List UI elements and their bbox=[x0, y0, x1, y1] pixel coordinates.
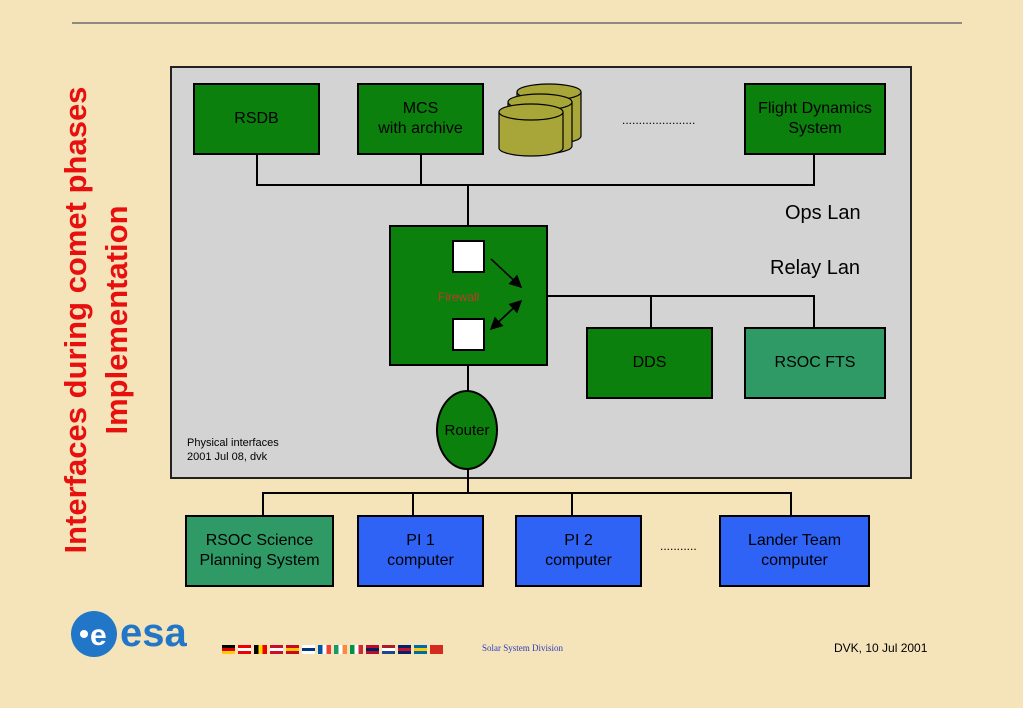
pi2-label-line2: computer bbox=[545, 552, 612, 569]
archive-disk-icon bbox=[498, 83, 582, 157]
flag-ireland-icon bbox=[334, 645, 347, 654]
flag-denmark-icon bbox=[270, 645, 283, 654]
connector bbox=[262, 492, 264, 516]
lander-team-box: Lander Team computer bbox=[719, 515, 870, 587]
lander-team-label-line1: Lander Team bbox=[747, 532, 842, 549]
router-label: Router bbox=[444, 421, 490, 439]
rsoc-science-label-line1: RSOC Science bbox=[205, 532, 314, 549]
flag-germany-icon bbox=[222, 645, 235, 654]
flight-dynamics-box: Flight Dynamics System bbox=[744, 83, 886, 155]
footer-date: DVK, 10 Jul 2001 bbox=[834, 641, 928, 655]
pi1-box: PI 1 computer bbox=[357, 515, 484, 587]
ops-lan-bus bbox=[256, 184, 815, 186]
connector bbox=[256, 153, 258, 185]
rsdb-label: RSDB bbox=[234, 110, 279, 127]
mcs-label-line1: MCS bbox=[402, 100, 439, 117]
flag-france-icon bbox=[318, 645, 331, 654]
slide-title-line1: Interfaces during comet phases bbox=[58, 86, 93, 554]
flight-dynamics-label-line2: System bbox=[788, 120, 842, 137]
flight-dynamics-label-line1: Flight Dynamics bbox=[758, 100, 872, 117]
note-text: Physical interfaces 2001 Jul 08, dvk bbox=[187, 436, 279, 464]
router-node: Router bbox=[436, 390, 498, 470]
connector bbox=[467, 469, 469, 493]
connector bbox=[467, 184, 469, 226]
firewall-port-top bbox=[452, 240, 485, 273]
esa-logo: e esa bbox=[71, 611, 187, 657]
top-row-ellipsis: ...................... bbox=[622, 113, 696, 127]
lander-team-label-line2: computer bbox=[761, 552, 828, 569]
note-line1: Physical interfaces bbox=[187, 437, 279, 449]
pi2-box: PI 2 computer bbox=[515, 515, 642, 587]
footer-division: Solar System Division bbox=[482, 643, 564, 653]
mcs-box: MCS with archive bbox=[357, 83, 484, 155]
rsdb-box: RSDB bbox=[193, 83, 320, 155]
flag-norway-icon bbox=[366, 645, 379, 654]
rsoc-science-box: RSOC Science Planning System bbox=[185, 515, 334, 587]
flag-sweden-icon bbox=[414, 645, 427, 654]
rsoc-fts-box: RSOC FTS bbox=[744, 327, 886, 399]
flag-spain-icon bbox=[286, 645, 299, 654]
connector bbox=[571, 492, 573, 516]
pi2-label-line1: PI 2 bbox=[564, 532, 593, 549]
note-line2: 2001 Jul 08, dvk bbox=[187, 451, 268, 463]
flag-switzerland-icon bbox=[430, 645, 443, 654]
svg-text:esa: esa bbox=[120, 611, 187, 655]
dds-label: DDS bbox=[632, 354, 667, 371]
pi1-label-line2: computer bbox=[387, 552, 454, 569]
connector bbox=[813, 295, 815, 328]
pi1-label-line1: PI 1 bbox=[406, 532, 435, 549]
ops-lan-label: Ops Lan bbox=[785, 202, 861, 224]
connector bbox=[412, 492, 414, 516]
connector bbox=[790, 492, 792, 516]
bottom-row-ellipsis: ........... bbox=[660, 539, 697, 553]
flag-netherlands-icon bbox=[382, 645, 395, 654]
firewall-port-bottom bbox=[452, 318, 485, 351]
dds-box: DDS bbox=[586, 327, 713, 399]
relay-lan-bus bbox=[523, 295, 815, 297]
top-divider-line bbox=[72, 22, 962, 24]
firewall-label: Firewall bbox=[438, 290, 480, 304]
slide-title: Interfaces during comet phases Implement… bbox=[55, 10, 145, 630]
flag-belgium-icon bbox=[254, 645, 267, 654]
connector bbox=[650, 295, 652, 328]
slide-title-line2: Implementation bbox=[99, 205, 134, 435]
flag-uk-icon bbox=[398, 645, 411, 654]
connector bbox=[467, 365, 469, 391]
firewall-arrows-icon bbox=[489, 258, 523, 331]
rsoc-science-label-line2: Planning System bbox=[199, 552, 320, 569]
flag-italy-icon bbox=[350, 645, 363, 654]
member-state-flags bbox=[222, 645, 443, 655]
connector bbox=[813, 153, 815, 185]
external-bus bbox=[262, 492, 792, 494]
svg-text:e: e bbox=[90, 619, 107, 652]
rsoc-fts-label: RSOC FTS bbox=[774, 354, 856, 371]
mcs-label-line2: with archive bbox=[378, 120, 463, 137]
flag-austria-icon bbox=[238, 645, 251, 654]
connector bbox=[420, 153, 422, 185]
relay-lan-label: Relay Lan bbox=[770, 257, 861, 279]
flag-finland-icon bbox=[302, 645, 315, 654]
